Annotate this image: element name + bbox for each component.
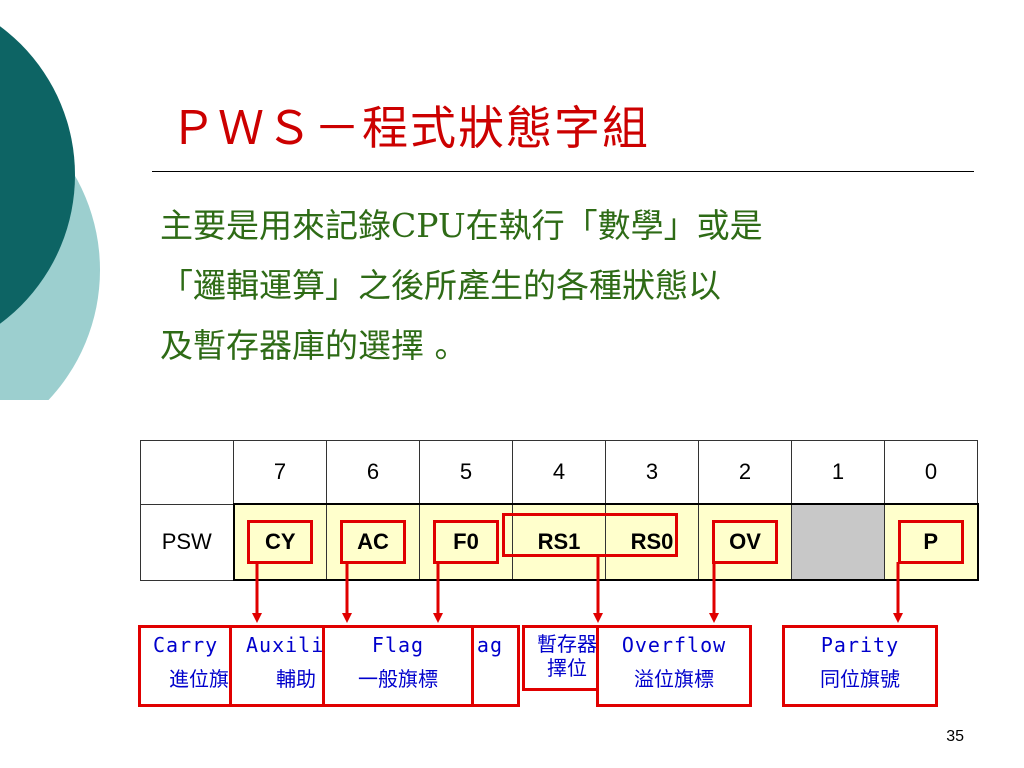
flag-cell-cy: CY	[232, 503, 327, 581]
body-line-1: 主要是用來記錄CPU在執行「數學」或是	[160, 206, 763, 245]
register-bank-select-box	[502, 513, 678, 557]
carry-label-box: Carry 進位旗	[138, 625, 238, 707]
slide-title: ＰＷＳ－程式狀態字組	[170, 101, 650, 155]
flag-cell-ov: OV	[698, 503, 792, 581]
bit-number: 6	[326, 440, 420, 505]
slide-body: 主要是用來記錄CPU在執行「數學」或是 「邏輯運算」之後所產生的各種狀態以 及暫…	[160, 196, 970, 376]
flag-tail-en: ag	[476, 633, 503, 657]
body-line-2: 「邏輯運算」之後所產生的各種狀態以	[160, 266, 721, 305]
body-line-3: 及暫存器庫的選擇 。	[160, 326, 468, 365]
flag-cell-p: P	[884, 503, 979, 581]
flag-rs0: RS0	[630, 529, 674, 554]
bit-number: 3	[605, 440, 699, 505]
flag-rs1: RS1	[537, 529, 581, 554]
auxiliary-en: Auxili	[246, 633, 325, 657]
overflow-label-box: Overflow 溢位旗標	[596, 625, 752, 707]
flag-cell-ac: AC	[326, 503, 420, 581]
flag-f0: F0	[433, 520, 499, 564]
psw-register-table: 7 6 5 4 3 2 1 0 PSW CY AC F0 RS1 RS0 OV …	[140, 440, 979, 581]
flag-zh: 一般旗標	[358, 667, 438, 691]
flag-cell-f0: F0	[419, 503, 513, 581]
bit-number-row: 7 6 5 4 3 2 1 0	[140, 440, 978, 505]
overflow-zh: 溢位旗標	[634, 667, 714, 691]
flag-cell-rs0: RS0	[605, 503, 699, 581]
bit-number: 2	[698, 440, 792, 505]
bit-number: 7	[233, 440, 327, 505]
flag-p: P	[897, 520, 964, 564]
flag-label-box: Flag 一般旗標	[322, 625, 474, 707]
register-bank-zh1: 暫存器	[537, 632, 597, 656]
flag-ov: OV	[712, 520, 778, 564]
decorative-circles	[0, 26, 100, 400]
parity-en: Parity	[820, 633, 900, 657]
bit-number: 0	[884, 440, 978, 505]
psw-row-label: PSW	[140, 503, 234, 581]
title-divider	[152, 171, 974, 172]
auxiliary-label-box: Auxili 輔助	[229, 625, 327, 707]
flag-en: Flag	[371, 633, 425, 657]
flag-cy: CY	[247, 520, 314, 564]
page-number: 35	[946, 728, 964, 745]
flag-cell-unused	[791, 503, 885, 581]
register-bank-zh2: 擇位	[547, 656, 587, 680]
auxiliary-zh: 輔助	[276, 667, 316, 691]
flag-ac: AC	[340, 520, 406, 564]
corner-cell	[140, 440, 234, 505]
bit-number: 1	[791, 440, 885, 505]
dark-circle	[0, 26, 75, 324]
bit-number: 4	[512, 440, 606, 505]
carry-zh: 進位旗	[169, 667, 229, 691]
bit-number: 5	[419, 440, 513, 505]
flag-cell-rs1: RS1	[512, 503, 606, 581]
parity-zh: 同位旗號	[820, 667, 900, 691]
overflow-en: Overflow	[621, 633, 727, 657]
carry-en: Carry	[153, 633, 219, 657]
parity-label-box: Parity 同位旗號	[782, 625, 938, 707]
